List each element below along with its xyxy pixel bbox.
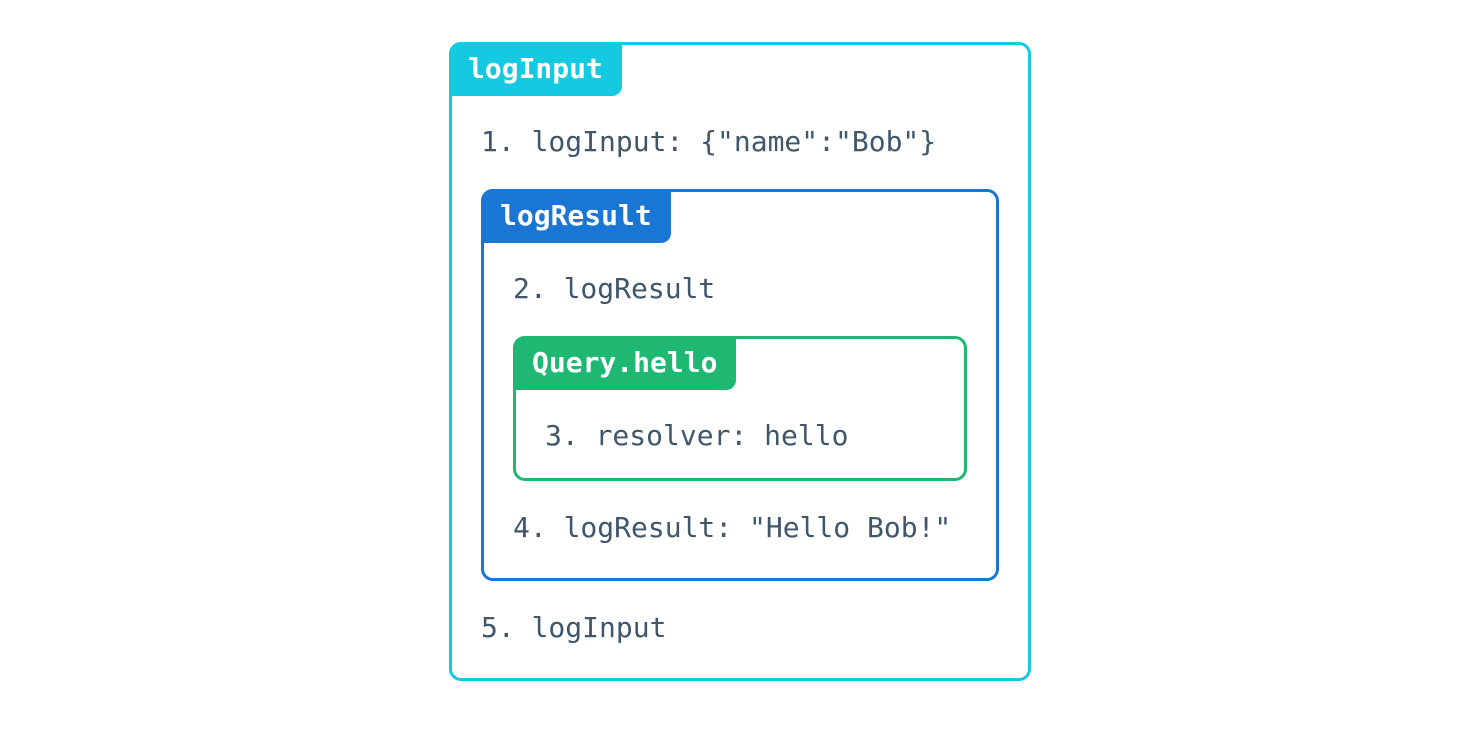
step-4-logresult-value: 4. logResult: "Hello Bob!" — [513, 511, 952, 544]
logresult-box-content: 2. logResult Query.hello 3. resolver: he… — [484, 243, 996, 578]
step-2-logresult-enter: 2. logResult — [513, 272, 716, 305]
step-3-resolver-hello: 3. resolver: hello — [545, 419, 849, 452]
resolver-box-query-hello: Query.hello 3. resolver: hello — [513, 336, 967, 481]
box-label-loginput: logInput — [449, 42, 622, 96]
query-hello-box-content: 3. resolver: hello — [516, 390, 964, 478]
middleware-box-loginput: logInput 1. logInput: {"name":"Bob"} log… — [449, 42, 1031, 681]
step-1-loginput-request: 1. logInput: {"name":"Bob"} — [481, 125, 937, 158]
loginput-box-content: 1. logInput: {"name":"Bob"} logResult 2.… — [452, 96, 1028, 678]
step-5-loginput-exit: 5. logInput — [481, 611, 667, 644]
middleware-box-logresult: logResult 2. logResult Query.hello 3. re… — [481, 189, 999, 581]
box-label-query-hello: Query.hello — [513, 336, 737, 390]
box-label-logresult: logResult — [481, 189, 671, 243]
